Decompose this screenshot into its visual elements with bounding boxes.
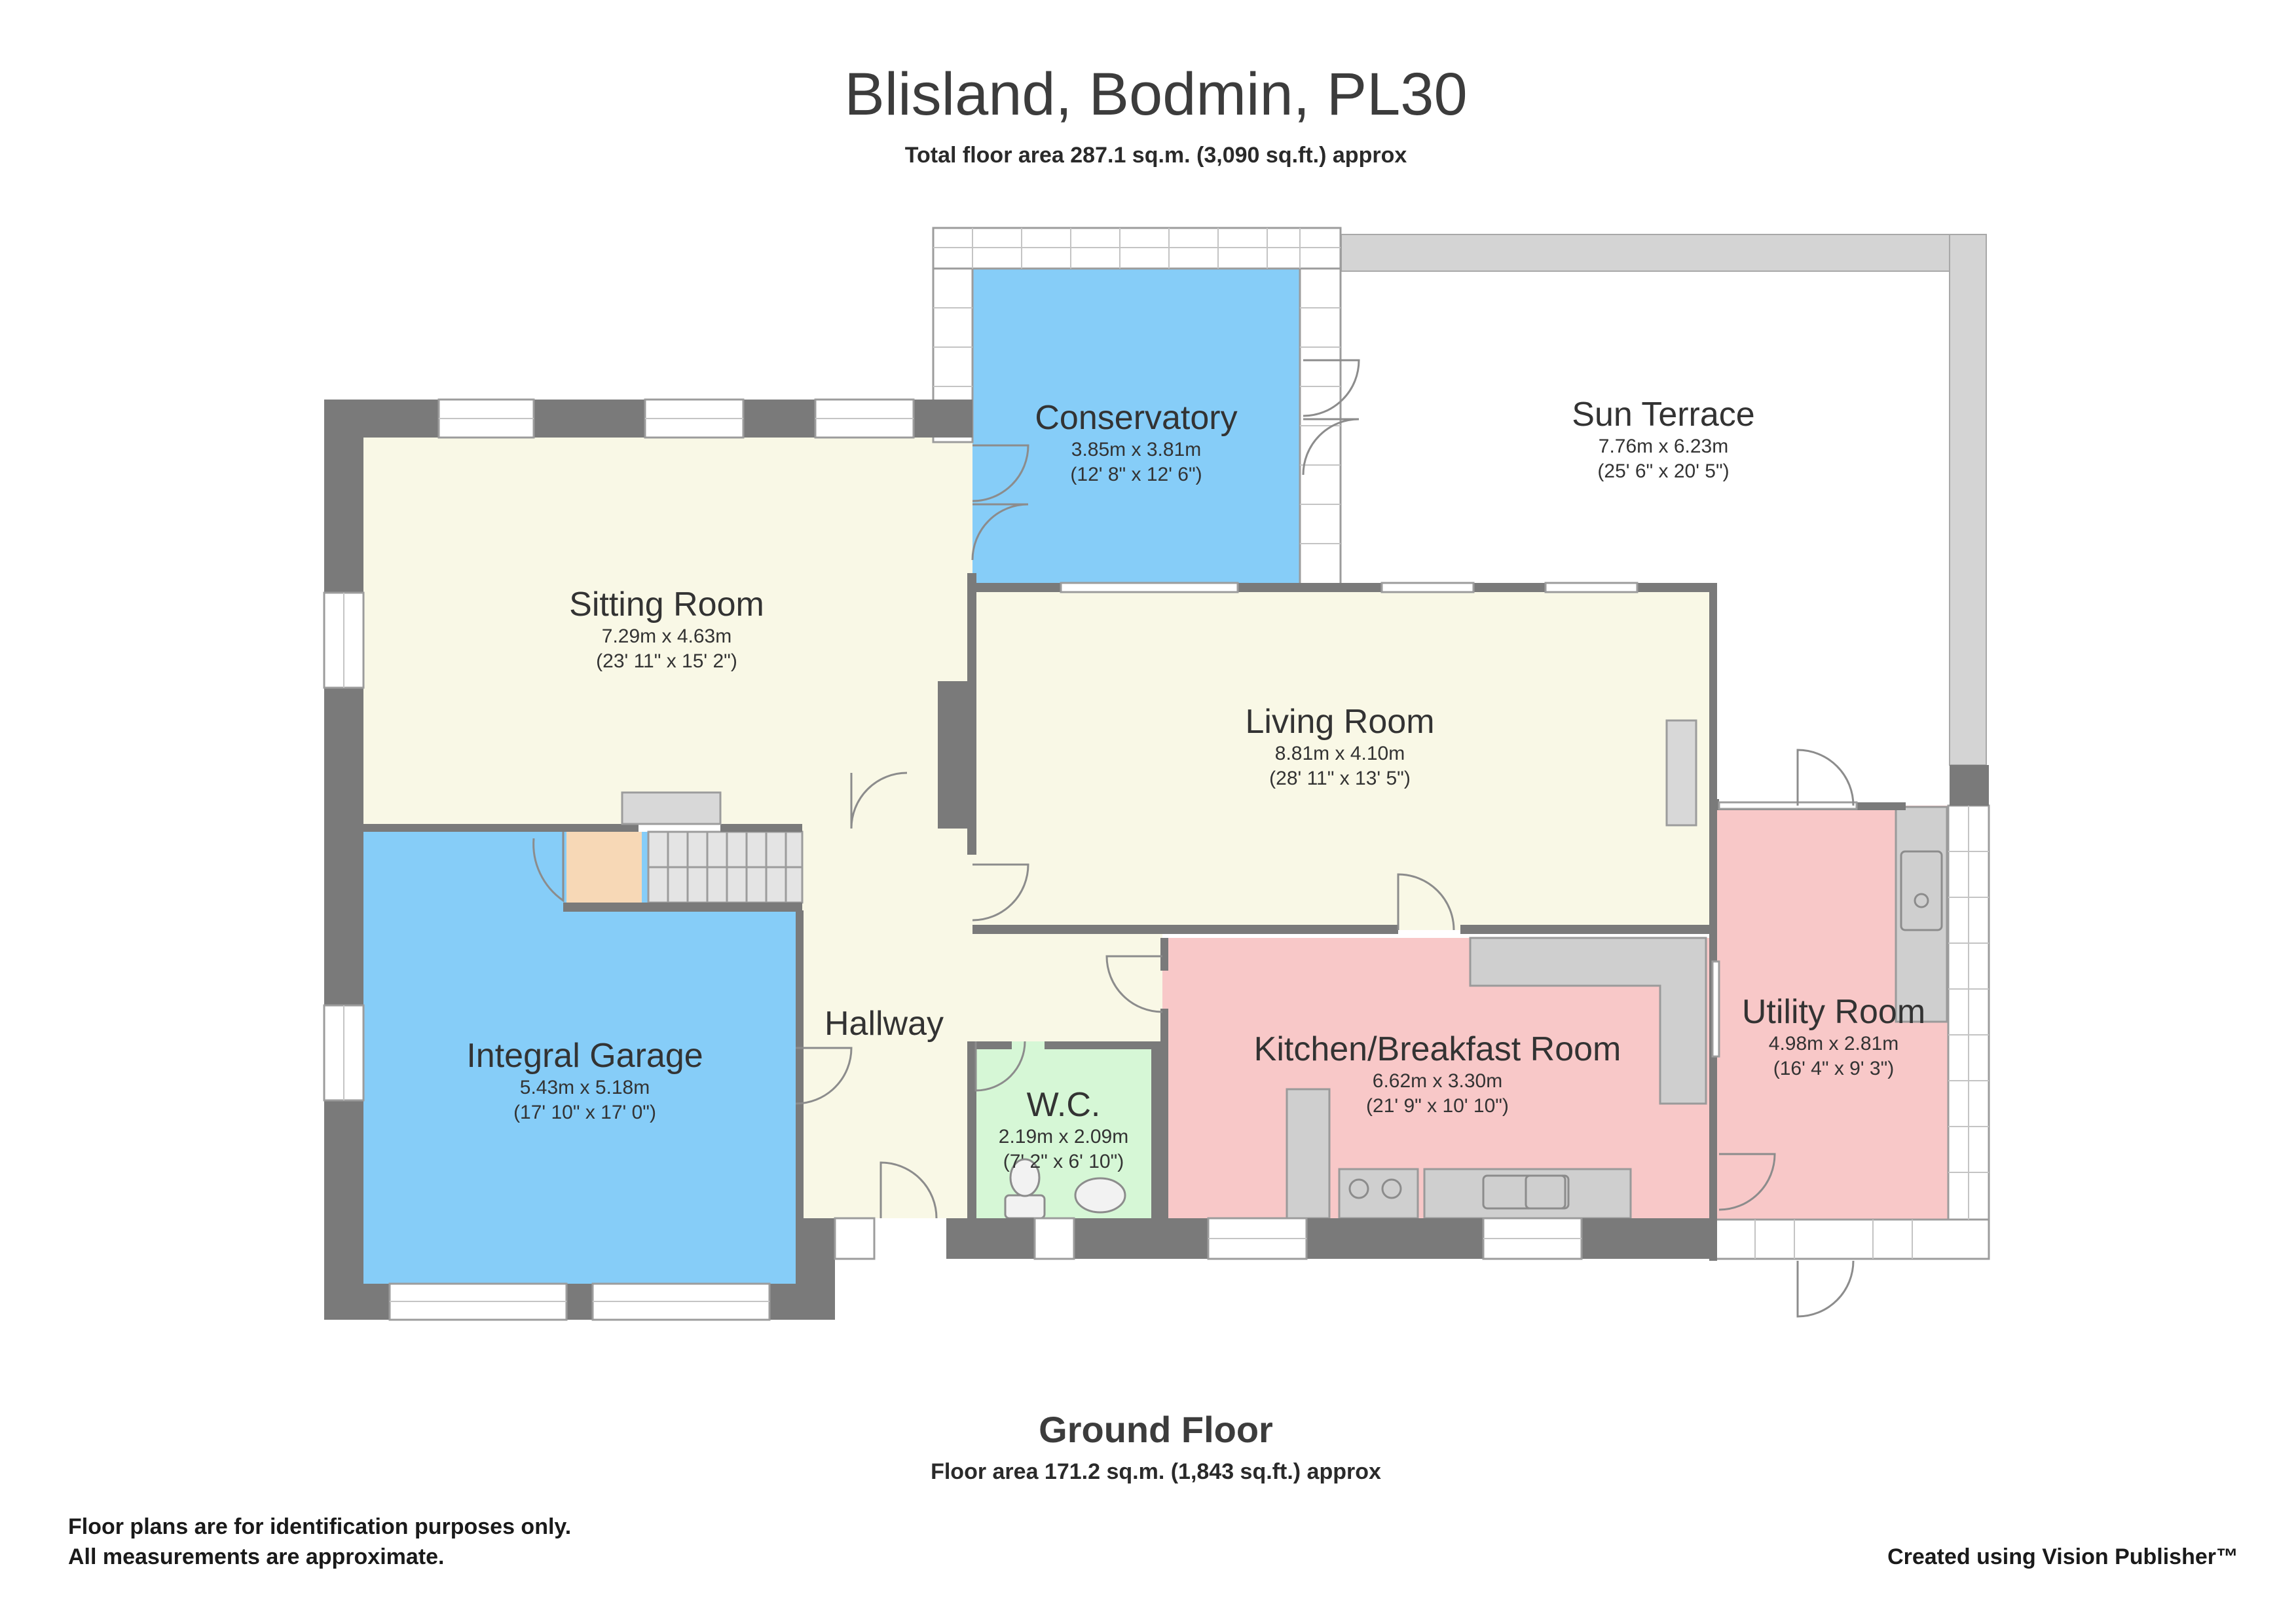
room-dimensions-metric: 5.43m x 5.18m bbox=[519, 1077, 650, 1098]
room-name: Utility Room bbox=[1741, 993, 1926, 1031]
staircase bbox=[647, 830, 804, 904]
room-dimensions-metric: 7.76m x 6.23m bbox=[1598, 436, 1729, 457]
wc-floor bbox=[972, 1041, 1156, 1218]
wc-fittings bbox=[1004, 1158, 1126, 1220]
sitting-room-floor bbox=[363, 438, 972, 824]
interior-walls bbox=[363, 573, 1906, 1218]
room-dimensions-imperial: (28' 11" x 13' 5") bbox=[1269, 768, 1411, 789]
floor-name: Ground Floor bbox=[1039, 1409, 1273, 1450]
room-name: Living Room bbox=[1245, 703, 1435, 741]
conservatory-floor bbox=[972, 269, 1300, 589]
disclaimer-line-2: All measurements are approximate. bbox=[68, 1544, 445, 1569]
window-glazing-lines bbox=[343, 418, 1582, 1302]
room-dimensions-imperial: (12' 8" x 12' 6") bbox=[1070, 464, 1202, 485]
room-label-conservatory: Conservatory 3.85m x 3.81m (12' 8" x 12'… bbox=[1035, 398, 1237, 487]
room-dimensions-metric: 6.62m x 3.30m bbox=[1372, 1070, 1503, 1092]
room-name: Integral Garage bbox=[466, 1037, 703, 1075]
room-label-wc: W.C. 2.19m x 2.09m (7' 2" x 6' 10") bbox=[999, 1085, 1128, 1174]
hallway-floor bbox=[802, 824, 1162, 1218]
door-swings bbox=[532, 359, 1855, 1318]
room-dimensions-imperial: (21' 9" x 10' 10") bbox=[1366, 1095, 1509, 1117]
room-label-sun-terrace: Sun Terrace 7.76m x 6.23m (25' 6" x 20' … bbox=[1572, 395, 1754, 484]
room-label-sitting-room: Sitting Room 7.29m x 4.63m (23' 11" x 15… bbox=[569, 585, 764, 674]
room-name: Kitchen/Breakfast Room bbox=[1253, 1030, 1621, 1068]
room-name: Sun Terrace bbox=[1572, 396, 1755, 434]
disclaimer-line-1: Floor plans are for identification purpo… bbox=[68, 1514, 572, 1539]
conservatory-mullions bbox=[933, 228, 1341, 544]
utility-glazing-mullions bbox=[1754, 806, 1989, 1259]
room-dimensions-metric: 7.29m x 4.63m bbox=[601, 625, 732, 647]
room-label-utility-room: Utility Room 4.98m x 2.81m (16' 4" x 9' … bbox=[1742, 992, 1925, 1081]
room-label-living-room: Living Room 8.81m x 4.10m (28' 11" x 13'… bbox=[1245, 702, 1434, 791]
room-dimensions-metric: 2.19m x 2.09m bbox=[998, 1126, 1129, 1147]
floor-area: Floor area 171.2 sq.m. (1,843 sq.ft.) ap… bbox=[931, 1459, 1381, 1484]
room-name: Conservatory bbox=[1035, 399, 1238, 437]
room-label-integral-garage: Integral Garage 5.43m x 5.18m (17' 10" x… bbox=[466, 1036, 703, 1125]
room-dimensions-imperial: (7' 2" x 6' 10") bbox=[1003, 1151, 1124, 1172]
fireplace bbox=[621, 719, 1697, 827]
room-label-hallway: Hallway bbox=[824, 1004, 944, 1043]
room-dimensions-metric: 3.85m x 3.81m bbox=[1071, 439, 1202, 460]
total-floor-area: Total floor area 287.1 sq.m. (3,090 sq.f… bbox=[904, 143, 1407, 168]
room-dimensions-metric: 4.98m x 2.81m bbox=[1768, 1033, 1899, 1054]
page-title: Blisland, Bodmin, PL30 bbox=[844, 61, 1468, 128]
room-name: W.C. bbox=[1026, 1086, 1101, 1124]
sun-terrace-border bbox=[1341, 234, 1987, 766]
room-dimensions-imperial: (25' 6" x 20' 5") bbox=[1597, 460, 1730, 482]
room-dimensions-metric: 8.81m x 4.10m bbox=[1274, 743, 1405, 764]
room-name: Hallway bbox=[824, 1005, 944, 1043]
room-dimensions-imperial: (16' 4" x 9' 3") bbox=[1773, 1058, 1895, 1079]
under-stairs-cupboard bbox=[566, 832, 642, 903]
room-dimensions-imperial: (23' 11" x 15' 2") bbox=[596, 650, 737, 672]
hob-and-sink bbox=[1348, 850, 1943, 1210]
living-room-floor bbox=[972, 589, 1709, 930]
software-credit: Created using Vision Publisher™ bbox=[1887, 1544, 2238, 1569]
fitted-units bbox=[1286, 806, 1948, 1220]
room-name: Sitting Room bbox=[569, 586, 764, 624]
disclaimer: Floor plans are for identification purpo… bbox=[68, 1512, 571, 1572]
room-label-kitchen: Kitchen/Breakfast Room 6.62m x 3.30m (21… bbox=[1254, 1030, 1621, 1119]
room-dimensions-imperial: (17' 10" x 17' 0") bbox=[513, 1102, 656, 1123]
